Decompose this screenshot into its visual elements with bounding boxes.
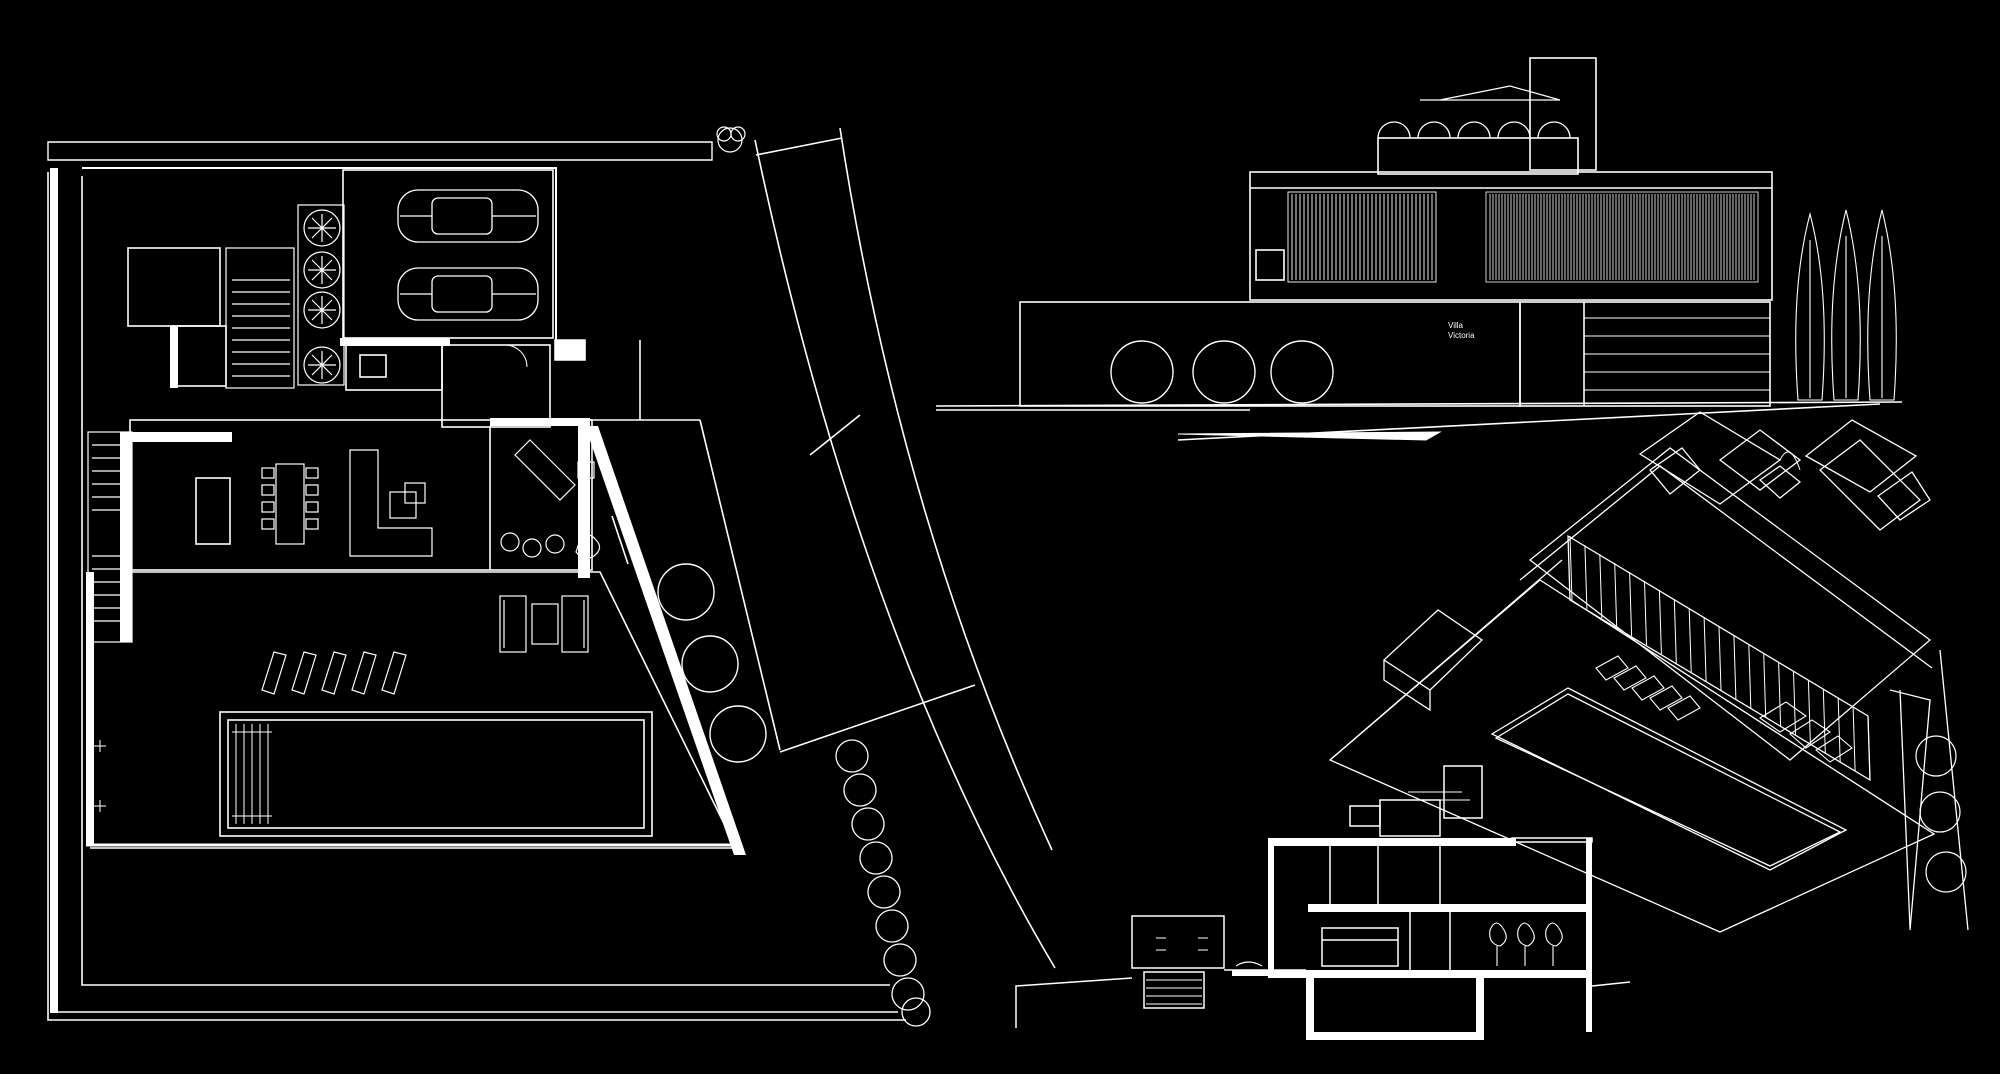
villa-name-label-2: Victoria xyxy=(1448,331,1475,340)
site-plan xyxy=(47,126,1056,1027)
car-2 xyxy=(397,267,539,321)
outdoor-lounge xyxy=(499,595,589,653)
rooftop-planters xyxy=(1377,121,1571,139)
axo-lounge xyxy=(1758,701,1853,763)
building-section xyxy=(1015,765,1631,1040)
louver-screen-left xyxy=(1291,194,1433,280)
villa-name-label: Villa xyxy=(1448,321,1464,330)
upper-louvers xyxy=(1287,191,1759,283)
sofa-set xyxy=(349,449,433,557)
front-elevation xyxy=(935,57,1903,441)
office-desk xyxy=(514,439,595,501)
office-plants xyxy=(500,532,601,559)
axo-facade-fins xyxy=(1569,535,1871,781)
dining-table xyxy=(261,463,319,545)
louver-screen-right xyxy=(1489,194,1755,280)
street-trees xyxy=(657,563,767,763)
sun-loungers xyxy=(261,651,407,695)
garage-door-slats xyxy=(1584,317,1770,391)
axonometric-view xyxy=(1328,411,1969,933)
cypress-trees xyxy=(1795,209,1897,401)
planter-column xyxy=(297,204,345,386)
facade-spheres xyxy=(1110,340,1334,404)
swimming-pool xyxy=(219,711,653,837)
section-trees xyxy=(1489,922,1563,966)
terrace-stairs xyxy=(87,431,133,643)
shrub-top xyxy=(716,126,746,153)
staircase xyxy=(225,247,295,389)
car-1 xyxy=(397,189,539,243)
axo-loungers xyxy=(1595,655,1701,721)
hedge xyxy=(835,739,931,1027)
